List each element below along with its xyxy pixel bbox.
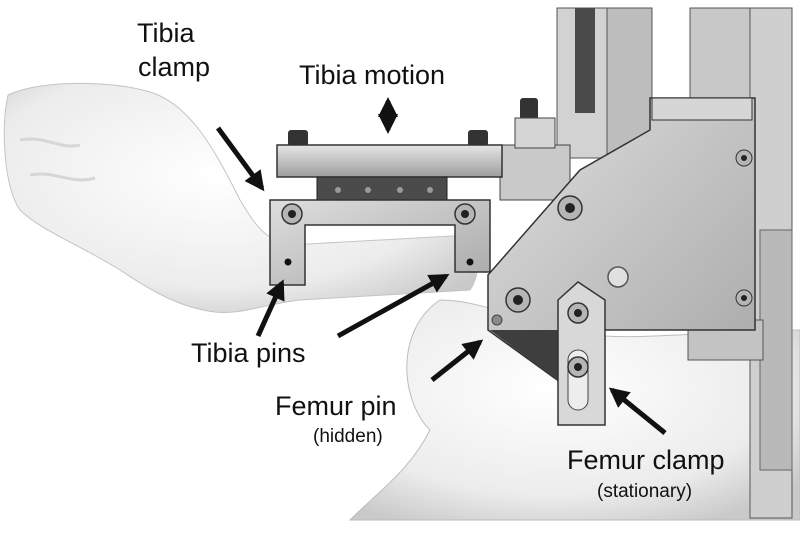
- label-femur-clamp: Femur clamp: [567, 445, 725, 475]
- femur-clamp-top-cap: [651, 97, 753, 121]
- frame-column-right: [689, 7, 751, 99]
- tibia-bone: [3, 82, 478, 314]
- arrow-tibia-clamp: [215, 126, 265, 192]
- label-tibia-clamp-line2: clamp: [138, 52, 210, 82]
- connecting-bracket: [499, 144, 571, 201]
- label-femur-pin: Femur pin: [275, 391, 397, 421]
- bracket-post: [514, 117, 556, 149]
- tibia-clamp-bolts: [281, 203, 476, 225]
- arrow-femur-clamp: [608, 387, 667, 435]
- arrow-femur-pin: [430, 339, 484, 382]
- tibia-bone-contour: [19, 137, 96, 182]
- femur-block-bolts: [505, 149, 753, 313]
- bracket-nut: [520, 98, 538, 120]
- label-tibia-clamp-line1: Tibia: [137, 18, 196, 48]
- femur-clamp-dark-face: [490, 330, 575, 382]
- frame-column-dark: [575, 8, 595, 113]
- femur-pin-hidden: [491, 314, 503, 326]
- arrow-tibia-pin-right: [336, 273, 450, 339]
- label-femur-clamp-note: (stationary): [597, 481, 692, 502]
- frame-rail: [759, 229, 793, 471]
- femur-clamp-bar-bolts: [567, 302, 589, 411]
- tibia-knob-right: [468, 130, 488, 146]
- arrow-tibia-pin-left: [255, 279, 285, 338]
- label-tibia-pins: Tibia pins: [191, 338, 306, 368]
- tibia-top-plate: [276, 144, 503, 178]
- tibia-pin-left: [284, 258, 292, 266]
- tibia-pin-right: [466, 258, 474, 266]
- femur-clamp-block: [487, 97, 756, 384]
- tibia-knob-left: [288, 130, 308, 146]
- tibia-slider-screws: [335, 187, 433, 193]
- label-femur-pin-note: (hidden): [313, 426, 383, 447]
- label-tibia-motion: Tibia motion: [299, 60, 445, 90]
- leader-arrows: [215, 97, 667, 435]
